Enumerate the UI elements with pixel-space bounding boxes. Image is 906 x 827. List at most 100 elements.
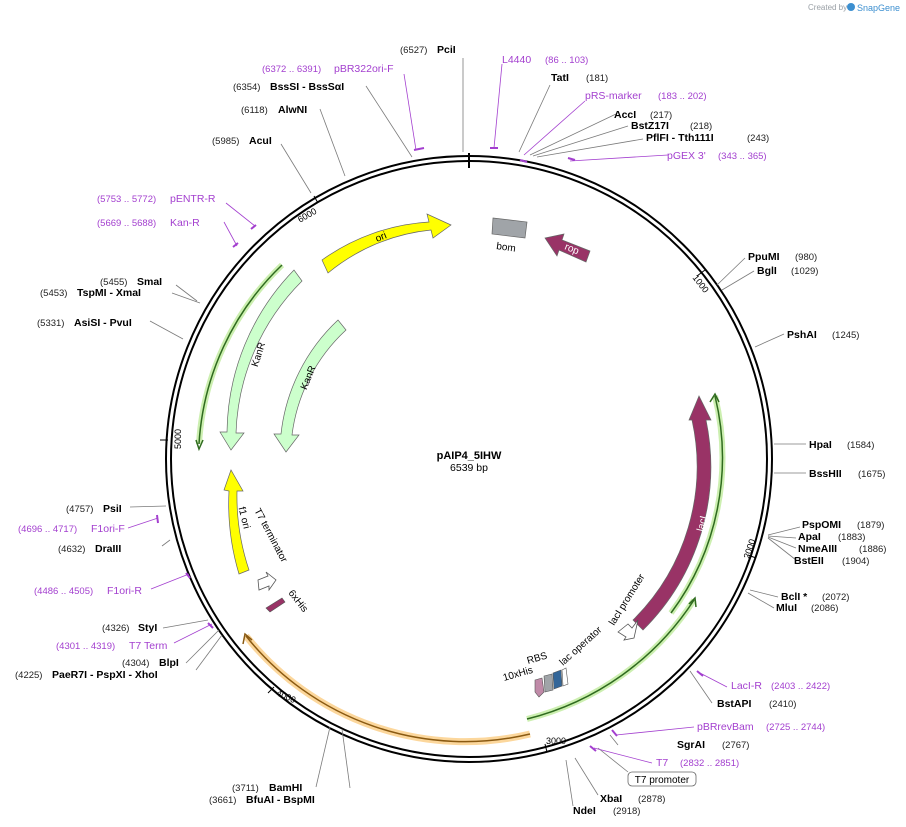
enzyme-label: PciI xyxy=(437,44,456,56)
laci-arrow xyxy=(632,395,712,631)
enzyme-position: (980) xyxy=(795,252,817,263)
ori-label: ori xyxy=(374,230,388,244)
kanr-highlight-band xyxy=(196,262,285,445)
plasmid-length: 6539 bp xyxy=(450,462,488,474)
t7-region-line xyxy=(245,635,531,743)
tick-label: 4000 xyxy=(275,688,297,705)
ori-arrow xyxy=(321,213,452,274)
primer-label: F1ori-R xyxy=(107,585,142,597)
enzyme-position: (1029) xyxy=(791,266,818,277)
bom-feature xyxy=(491,217,528,239)
enzyme-label: PaeR7I - PspXI - XhoI xyxy=(52,669,158,681)
bom-label: bom xyxy=(496,241,517,255)
primer-labels: (6372 .. 6391) pBR322ori-F L4440 (86 .. … xyxy=(18,54,830,769)
enzyme-position: (3661) xyxy=(209,795,236,806)
enzyme-label: SgrAI xyxy=(677,739,705,751)
enzyme-label: NmeAIII xyxy=(798,543,837,555)
enzyme-position: (6354) xyxy=(233,82,260,93)
enzyme-label: AlwNI xyxy=(278,104,307,116)
enzyme-position: (2878) xyxy=(638,794,665,805)
enzyme-label: BclI * xyxy=(781,591,808,603)
enzyme-label: BssHII xyxy=(809,468,842,480)
enzyme-position: (5455) xyxy=(100,277,127,288)
enzyme-label: StyI xyxy=(138,622,157,634)
kanr-highlight-arrowhead xyxy=(195,439,204,452)
enzyme-position: (1904) xyxy=(842,556,869,567)
t7-region-band xyxy=(243,633,531,746)
enzyme-label: PflFI - Tth111I xyxy=(646,132,714,144)
enzyme-position: (2072) xyxy=(822,592,849,603)
primer-label: F1ori-F xyxy=(91,523,125,535)
enzyme-labels: (6527) PciI TatI (181) AccI (217) BstZ17… xyxy=(15,44,886,817)
enzyme-position: (5453) xyxy=(40,288,67,299)
enzyme-position: (5331) xyxy=(37,318,64,329)
primer-position: (343 .. 365) xyxy=(718,151,767,162)
kanr-highlight-line xyxy=(198,264,283,445)
laci-label: lacI xyxy=(695,515,709,533)
primer-label: LacI-R xyxy=(731,680,762,692)
enzyme-position: (181) xyxy=(586,73,608,84)
enzyme-label: BamHI xyxy=(269,782,302,794)
enzyme-position: (3711) xyxy=(232,783,259,794)
primer-position: (2403 .. 2422) xyxy=(771,681,830,692)
lac-highlight-arrowhead xyxy=(688,596,697,608)
spacer-feature xyxy=(561,667,569,687)
primer-label: L4440 xyxy=(502,54,531,66)
t7-region-arrowhead xyxy=(242,632,253,645)
primer-position: (6372 .. 6391) xyxy=(262,64,321,75)
snapgene-logo-icon xyxy=(847,3,855,11)
enzyme-position: (1879) xyxy=(857,520,884,531)
t7-terminator-label: T7 terminator xyxy=(251,507,289,565)
enzyme-label: PshAI xyxy=(787,329,817,341)
6xhis-feature xyxy=(265,597,286,613)
enzyme-position: (243) xyxy=(747,133,769,144)
primer-position: (86 .. 103) xyxy=(545,55,588,66)
t7-promoter-leader xyxy=(597,747,629,773)
enzyme-position: (4632) xyxy=(58,544,85,555)
laci-promoter-arrow xyxy=(617,619,639,641)
enzyme-label: BstEII xyxy=(794,555,824,567)
primer-position: (4486 .. 4505) xyxy=(34,586,93,597)
enzyme-label: BstAPI xyxy=(717,698,752,710)
lac-operator-feature xyxy=(552,669,563,690)
tick-label: 3000 xyxy=(546,736,566,746)
enzyme-position: (1886) xyxy=(859,544,886,555)
enzyme-label: PpuMI xyxy=(748,251,780,263)
f1-ori-arrow xyxy=(223,469,250,575)
10xhis-label: 10xHis xyxy=(502,665,534,684)
primer-label: T7 Term xyxy=(129,640,168,652)
t7-promoter-box xyxy=(627,771,697,787)
enzyme-position: (6527) xyxy=(400,45,427,56)
enzyme-position: (6118) xyxy=(241,105,268,116)
enzyme-position: (4326) xyxy=(102,623,129,634)
primer-position: (2832 .. 2851) xyxy=(680,758,739,769)
enzyme-position: (5985) xyxy=(212,136,239,147)
enzyme-label: DraIII xyxy=(95,543,121,555)
enzyme-label: BlpI xyxy=(159,657,179,669)
rop-arrow xyxy=(544,233,591,263)
enzyme-label: BssSI - BssSαI xyxy=(270,81,344,93)
enzyme-label: PspOMI xyxy=(802,519,841,531)
enzyme-position: (1883) xyxy=(838,532,865,543)
enzyme-position: (4225) xyxy=(15,670,42,681)
f1-ori-label: f1 ori xyxy=(236,506,252,530)
t7-promoter-label: T7 promoter xyxy=(635,775,690,786)
enzyme-label: TspMI - XmaI xyxy=(77,287,141,299)
plasmid-name: pAIP4_5IHW xyxy=(437,450,502,462)
tick-label: 1000 xyxy=(691,273,711,295)
tick-label: 5000 xyxy=(173,429,183,449)
primer-label: T7 xyxy=(656,757,668,769)
primer-label: pBR322ori-F xyxy=(334,63,394,75)
laci-highlight-line xyxy=(670,395,724,614)
primer-position: (4696 .. 4717) xyxy=(18,524,77,535)
primer-label: pGEX 3' xyxy=(667,150,706,162)
enzyme-position: (2410) xyxy=(769,699,796,710)
primer-leaders xyxy=(127,63,728,764)
primer-position: (5669 .. 5688) xyxy=(97,218,156,229)
enzyme-position: (2767) xyxy=(722,740,749,751)
primer-position: (5753 .. 5772) xyxy=(97,194,156,205)
lac-highlight-line xyxy=(526,599,695,720)
primer-label: Kan-R xyxy=(170,217,200,229)
primer-position: (183 .. 202) xyxy=(658,91,707,102)
